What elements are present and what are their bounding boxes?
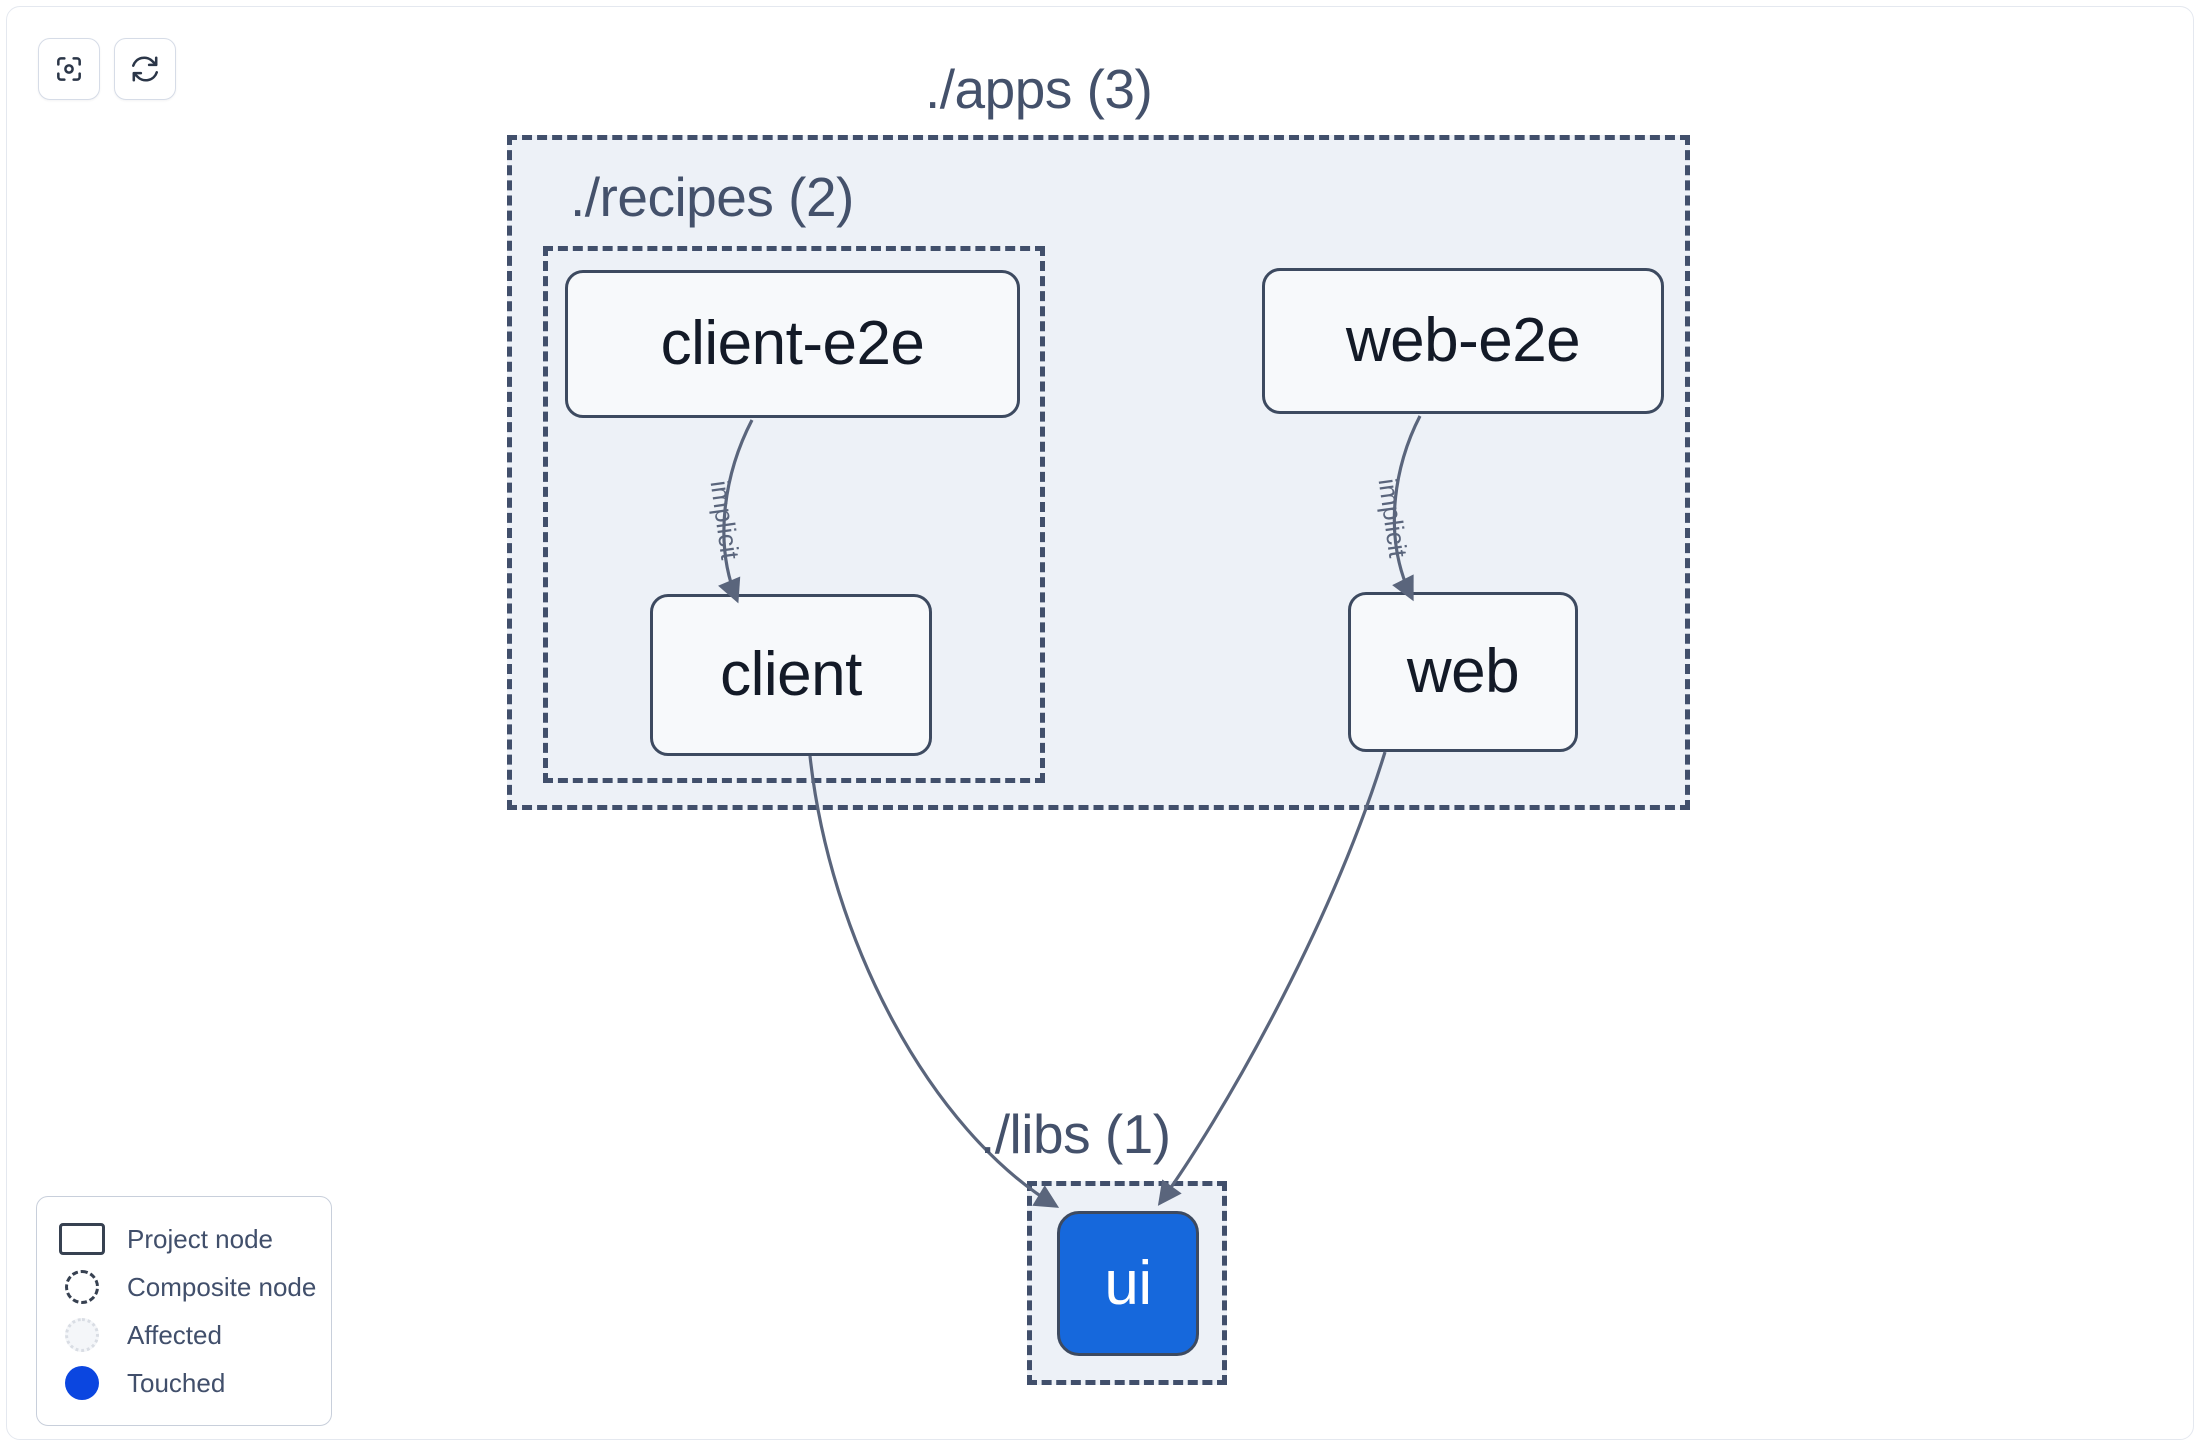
legend-item-touched: Touched	[59, 1359, 311, 1407]
composite-label-libs: ./libs (1)	[980, 1103, 1171, 1165]
project-node-ui[interactable]: ui	[1057, 1211, 1199, 1356]
composite-label-recipes: ./recipes (2)	[570, 166, 854, 228]
refresh-graph-button[interactable]	[114, 38, 176, 100]
touched-swatch-icon	[59, 1366, 105, 1400]
project-node-swatch-icon	[59, 1222, 105, 1256]
legend-item-composite-node: Composite node	[59, 1263, 316, 1311]
project-node-web[interactable]: web	[1348, 592, 1578, 752]
affected-swatch-icon	[59, 1318, 105, 1352]
legend-item-affected: Affected	[59, 1311, 311, 1359]
edge-web-to-ui	[1157, 751, 1387, 1206]
project-node-client[interactable]: client	[650, 594, 932, 756]
legend-item-label: Touched	[127, 1368, 226, 1398]
project-node-label: web-e2e	[1345, 306, 1581, 375]
graph-toolbar	[38, 38, 176, 100]
graph-legend: Project node Composite node Affected Tou…	[36, 1196, 332, 1426]
focus-graph-button[interactable]	[38, 38, 100, 100]
project-node-client-e2e[interactable]: client-e2e	[565, 270, 1020, 418]
project-node-web-e2e[interactable]: web-e2e	[1262, 268, 1664, 414]
legend-item-label: Project node	[127, 1224, 273, 1254]
focus-target-icon	[53, 53, 85, 85]
refresh-icon	[129, 53, 161, 85]
project-node-label: client-e2e	[660, 309, 925, 378]
legend-item-label: Composite node	[127, 1272, 317, 1302]
project-node-label: ui	[1104, 1248, 1152, 1318]
legend-item-project-node: Project node	[59, 1215, 311, 1263]
composite-label-apps: ./apps (3)	[925, 58, 1153, 120]
composite-node-swatch-icon	[59, 1270, 105, 1304]
project-node-label: client	[720, 640, 862, 709]
project-node-label: web	[1406, 637, 1520, 706]
legend-item-label: Affected	[127, 1320, 222, 1350]
